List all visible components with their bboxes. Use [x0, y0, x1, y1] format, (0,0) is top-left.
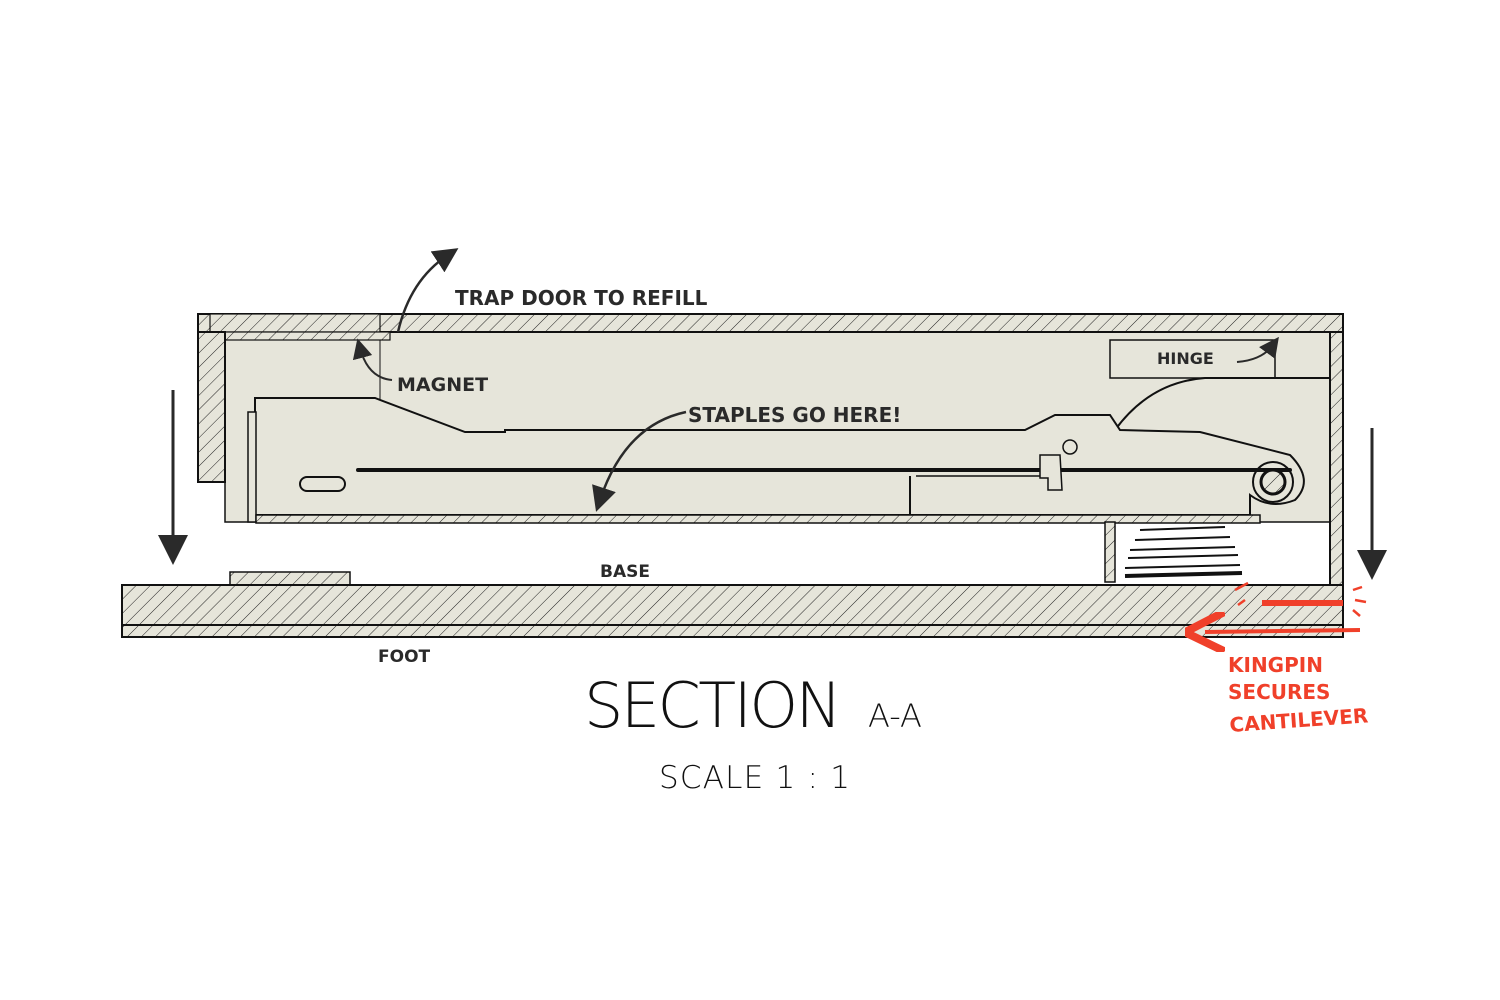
slot	[299, 476, 346, 492]
right-wall	[1329, 331, 1344, 626]
staples-arrow-icon	[592, 410, 687, 512]
kingpin-label-line2: SECURES	[1228, 680, 1330, 704]
pivot-pin	[1259, 468, 1287, 496]
base	[121, 571, 1344, 638]
sketch-arrows	[158, 248, 1387, 580]
foot-pad	[229, 571, 351, 586]
magnet-arrow-icon	[352, 338, 393, 381]
section-title: SECTION	[584, 669, 842, 742]
kingpin-label-line3: CANTILEVER	[1229, 703, 1369, 737]
hinge-block	[1109, 339, 1330, 431]
magnet	[224, 331, 391, 341]
kingpin-highlight	[1205, 581, 1367, 632]
foot-strip	[121, 624, 1344, 638]
left-wall	[197, 331, 226, 483]
top-cover	[197, 313, 1344, 333]
kingpin-label-line1: KINGPIN	[1228, 653, 1323, 677]
kingpin-arrow-icon	[1205, 630, 1361, 632]
base-label: BASE	[600, 562, 650, 582]
trapdoor	[209, 313, 381, 333]
staples-label: STAPLES GO HERE!	[688, 403, 901, 427]
scale-label: SCALE 1 : 1	[659, 760, 850, 796]
foot-label: FOOT	[378, 647, 431, 667]
trapdoor-label: TRAP DOOR TO REFILL	[455, 286, 708, 310]
kingpin	[1262, 600, 1343, 606]
section-id: A-A	[868, 697, 922, 735]
magnet-label: MAGNET	[397, 374, 488, 396]
magazine-floor	[255, 514, 1261, 524]
staple-magazine	[247, 397, 1305, 524]
spring	[1104, 521, 1243, 583]
hinge-arrow-icon	[1236, 336, 1279, 363]
trapdoor-arrow-icon	[396, 248, 459, 333]
hinge-label: HINGE	[1157, 349, 1214, 368]
